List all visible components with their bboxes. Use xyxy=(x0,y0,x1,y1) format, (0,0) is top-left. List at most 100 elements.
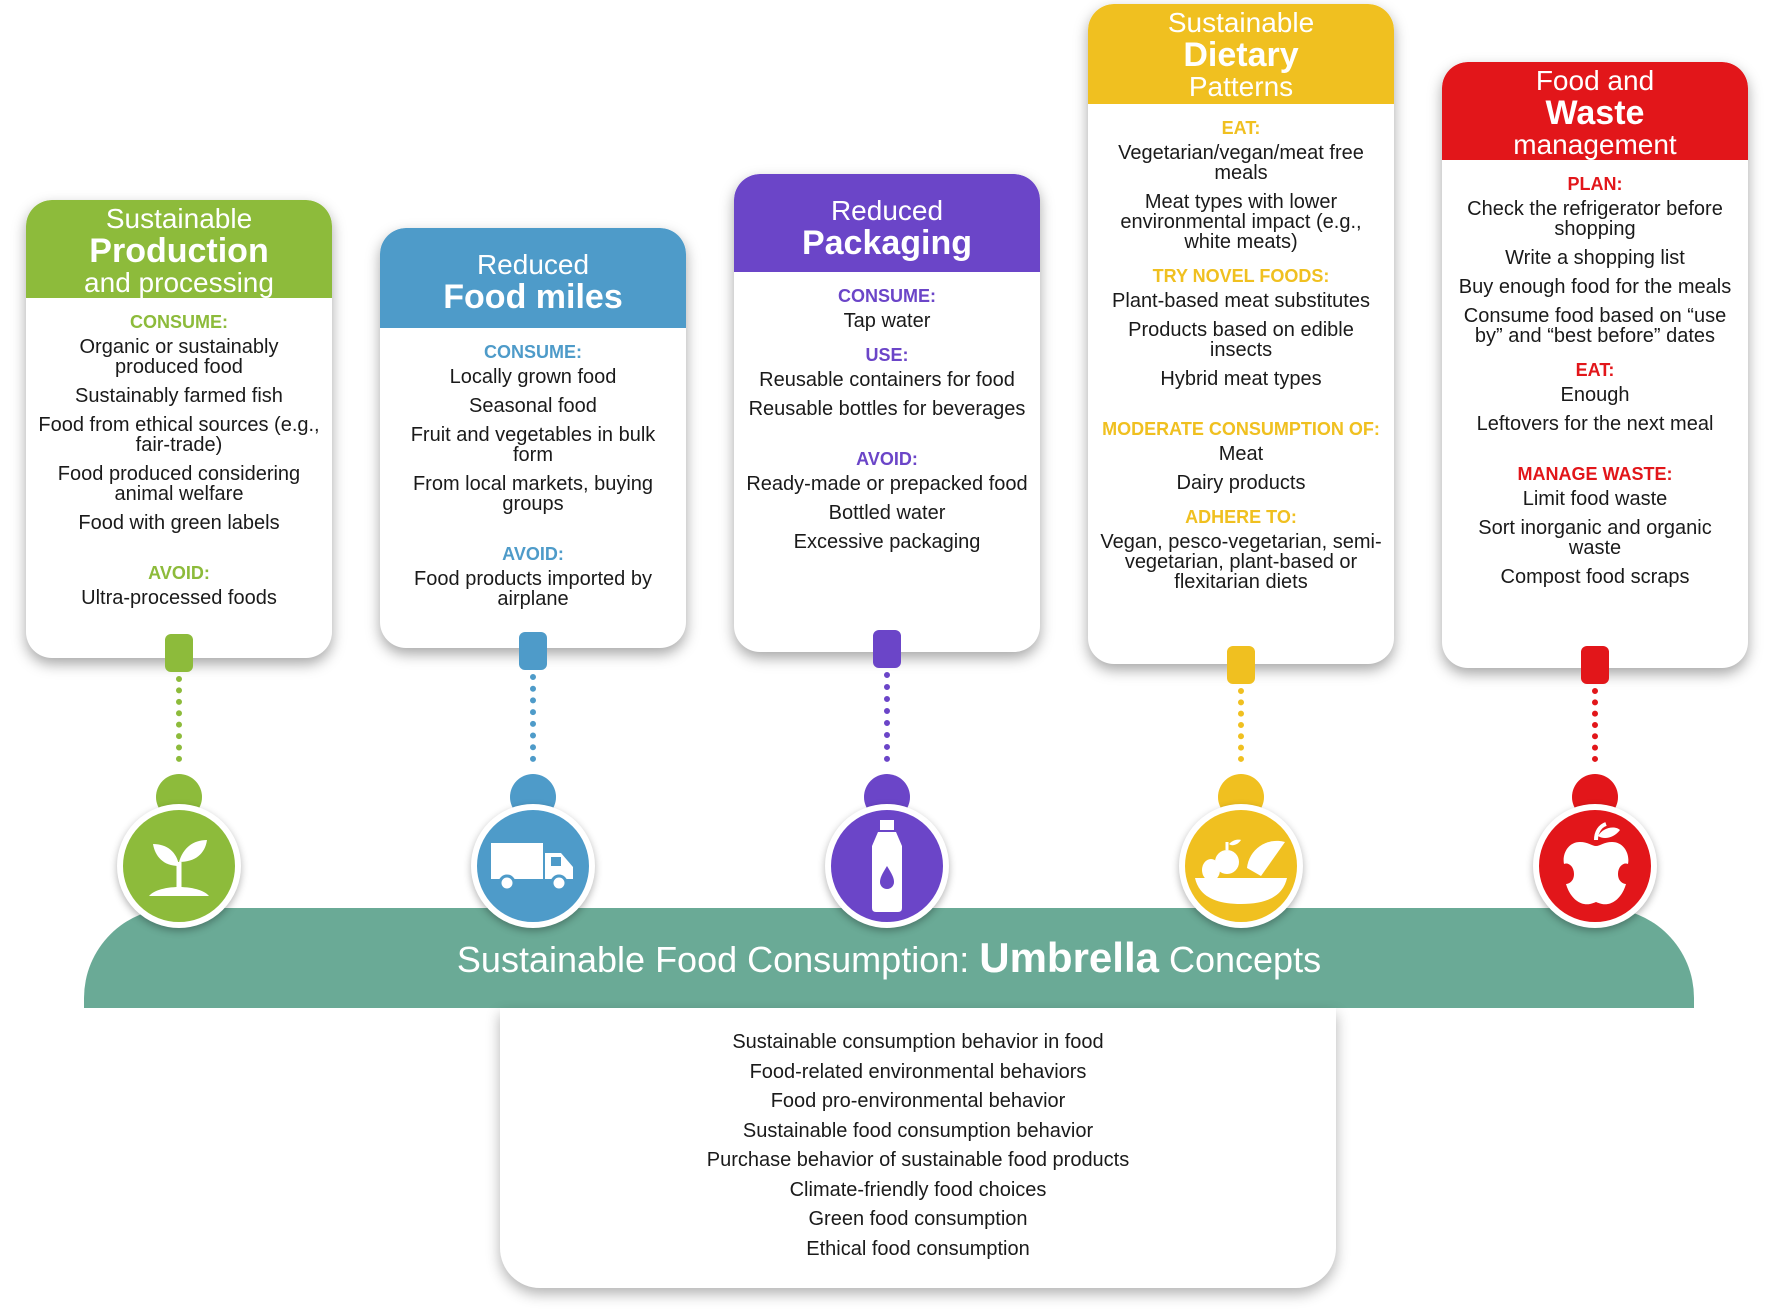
fruit-bowl-icon xyxy=(1179,804,1303,928)
section-item: Sort inorganic and organic waste xyxy=(1478,517,1712,559)
section-item: Food with green labels xyxy=(78,512,280,534)
card-header-keyword: Waste xyxy=(1545,94,1645,132)
card-header-text: Patterns xyxy=(1188,71,1294,102)
section-label: MANAGE WASTE: xyxy=(1517,464,1673,484)
section-item: Organic or sustainably produced food xyxy=(79,336,279,378)
section-item: Tap water xyxy=(843,310,931,332)
section-item: Locally grown food xyxy=(449,366,617,388)
section-item: Meat xyxy=(1218,443,1264,465)
section-item: Hybrid meat types xyxy=(1160,368,1322,390)
plant-sprout-icon xyxy=(117,804,241,928)
section-item: Limit food waste xyxy=(1522,488,1668,510)
section-label: AVOID: xyxy=(856,449,918,469)
section-label: CONSUME: xyxy=(838,286,936,306)
banner-title: Sustainable Food Consumption: Umbrella C… xyxy=(84,908,1694,1010)
card-header-keyword: Dietary xyxy=(1183,36,1299,74)
section-item: Consume food based on “use by” and “best… xyxy=(1463,305,1727,347)
banner-text-regular: Sustainable Food Consumption: xyxy=(456,939,980,980)
section-item: Reusable containers for food xyxy=(759,369,1015,391)
section-item: Bottled water xyxy=(828,502,946,524)
dotted-line xyxy=(1238,688,1250,762)
umbrella-concept-item: Food-related environmental behaviors xyxy=(749,1060,1087,1083)
section-item: Food products imported by airplane xyxy=(414,568,652,610)
card-connector xyxy=(1581,646,1609,684)
umbrella-concept-item: Sustainable consumption behavior in food xyxy=(732,1031,1104,1053)
section-label: MODERATE CONSUMPTION OF: xyxy=(1102,419,1380,439)
umbrella-concept-item: Purchase behavior of sustainable food pr… xyxy=(706,1149,1130,1171)
section-item: Vegan, pesco-vegetarian, semi-vegetarian… xyxy=(1100,531,1382,593)
section-item: Buy enough food for the meals xyxy=(1458,276,1732,298)
section-item: Sustainably farmed fish xyxy=(75,385,283,407)
card-body: PLAN: Check the refrigerator before shopp… xyxy=(1442,174,1748,587)
section-label: TRY NOVEL FOODS: xyxy=(1152,266,1330,286)
card-header-keyword: Production xyxy=(89,232,269,270)
section-item: Ultra-processed foods xyxy=(81,587,277,609)
section-item: Fruit and vegetables in bulk form xyxy=(410,424,656,466)
section-label: PLAN: xyxy=(1567,174,1623,194)
section-item: Plant-based meat substitutes xyxy=(1112,290,1370,312)
card-header-text: Reduced xyxy=(476,249,590,280)
apple-core-icon xyxy=(1533,804,1657,928)
section-item: Seasonal food xyxy=(469,395,597,417)
section-label: CONSUME: xyxy=(130,312,228,332)
card-header-text: and processing xyxy=(84,267,274,298)
card-connector xyxy=(1227,646,1255,684)
umbrella-concept-item: Climate-friendly food choices xyxy=(789,1178,1047,1201)
section-item: Dairy products xyxy=(1176,472,1306,494)
section-label: AVOID: xyxy=(502,544,564,564)
section-item: Vegetarian/vegan/meat free meals xyxy=(1118,142,1364,184)
section-item: Excessive packaging xyxy=(793,531,981,553)
section-item: Food produced considering animal welfare xyxy=(57,463,301,505)
card-connector xyxy=(519,632,547,670)
section-item: Food from ethical sources (e.g., fair-tr… xyxy=(38,414,320,456)
section-item: Products based on edible insects xyxy=(1128,319,1354,361)
section-item: Meat types with lower environmental impa… xyxy=(1120,191,1362,253)
section-label: ADHERE TO: xyxy=(1185,507,1297,527)
water-bottle-icon xyxy=(825,804,949,928)
card-header-keyword: Food miles xyxy=(443,278,623,316)
section-item: Check the refrigerator before shopping xyxy=(1467,198,1723,240)
section-label: USE: xyxy=(865,345,909,365)
section-label: CONSUME: xyxy=(484,342,582,362)
card-body: CONSUME: Organic or sustainably produced … xyxy=(26,312,332,608)
umbrella-concepts-list: Sustainable consumption behavior in food… xyxy=(500,1008,1336,1288)
card-header-text: management xyxy=(1513,129,1677,160)
section-item: Write a shopping list xyxy=(1505,247,1685,269)
section-label: EAT: xyxy=(1221,118,1261,138)
dotted-line xyxy=(884,672,896,762)
banner-text-bold: Umbrella xyxy=(979,934,1159,981)
card-header-text: Reduced xyxy=(830,195,944,226)
dotted-line xyxy=(1592,688,1604,762)
section-item: From local markets, buying groups xyxy=(412,473,654,515)
section-item: Ready-made or prepacked food xyxy=(746,473,1028,495)
section-label: AVOID: xyxy=(148,563,210,583)
umbrella-concept-item: Food pro-environmental behavior xyxy=(770,1090,1066,1112)
dotted-line xyxy=(530,674,542,762)
section-label: EAT: xyxy=(1575,360,1615,380)
umbrella-concept-item: Green food consumption xyxy=(808,1208,1028,1230)
card-connector xyxy=(873,630,901,668)
card-header-text: Sustainable xyxy=(1167,7,1315,38)
delivery-truck-icon xyxy=(471,804,595,928)
umbrella-concept-item: Sustainable food consumption behavior xyxy=(742,1119,1094,1142)
section-item: Reusable bottles for beverages xyxy=(748,398,1026,420)
banner-text-end: Concepts xyxy=(1158,939,1322,980)
umbrella-concept-item: Ethical food consumption xyxy=(806,1237,1030,1260)
card-header-text: Sustainable xyxy=(105,203,253,234)
card-header-keyword: Packaging xyxy=(801,224,973,262)
dotted-line xyxy=(176,676,188,762)
card-connector xyxy=(165,634,193,672)
